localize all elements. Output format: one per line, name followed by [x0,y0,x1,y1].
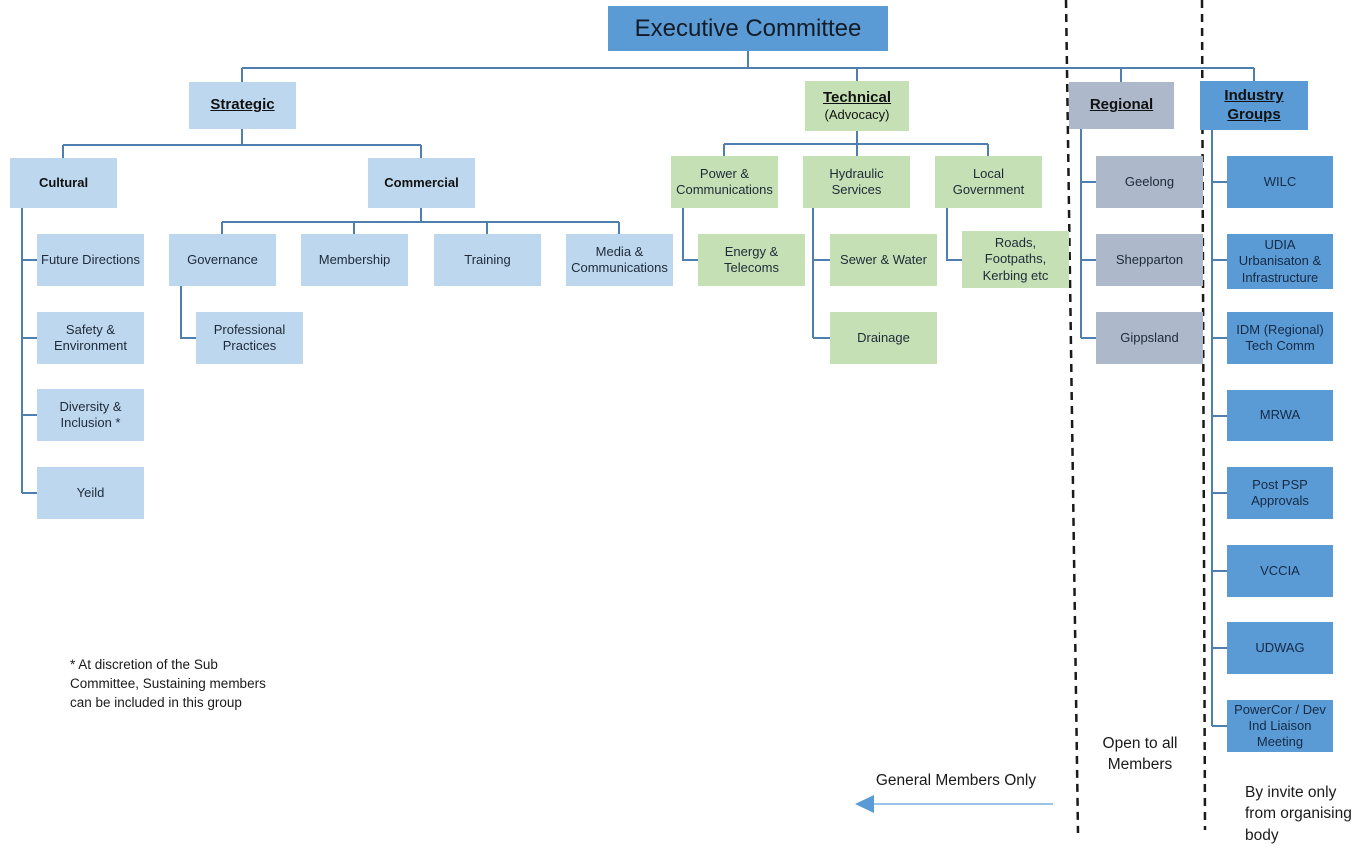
footnote-text: * At discretion of the Sub Committee, Su… [70,657,266,711]
node-label: Strategic [210,96,275,114]
node-label: IDM (Regional) Tech Comm [1236,321,1324,353]
vccia-box: VCCIA [1227,545,1333,597]
energy-telecoms-box: Energy & Telecoms [698,234,805,286]
sewer-water-box: Sewer & Water [830,234,937,286]
yeild-box: Yeild [37,467,144,519]
cultural-box: Cultural [10,158,117,208]
idm-tech-comm-box: IDM (Regional) Tech Comm [1227,312,1333,364]
node-label: Yeild [76,484,105,500]
node-label: PowerCor / Dev Ind Liaison Meeting [1234,701,1326,750]
node-label: Sewer & Water [840,251,927,267]
node-label: Executive Committee [634,14,862,42]
node-label: Energy & Telecoms [724,243,779,275]
node-label: Commercial [384,174,459,190]
diversity-inclusion-box: Diversity & Inclusion * [37,389,144,441]
node-label: Geelong [1124,173,1175,189]
membership-box: Membership [301,234,408,286]
shepparton-box: Shepparton [1096,234,1203,286]
commercial-box: Commercial [368,158,475,208]
node-label: Media & Communications [571,243,668,275]
udia-box: UDIA Urbanisaton & Infrastructure [1227,234,1333,289]
node-label: VCCIA [1260,562,1300,578]
safety-environment-box: Safety & Environment [37,312,144,364]
node-label: WILC [1263,173,1297,189]
udwag-box: UDWAG [1227,622,1333,674]
strategic-box: Strategic [189,82,296,129]
node-label: UDWAG [1255,639,1305,655]
node-label: Technical [822,88,892,106]
professional-practices-box: Professional Practices [196,312,303,364]
drainage-box: Drainage [830,312,937,364]
regional-box: Regional [1069,82,1174,129]
node-label: Future Directions [41,251,140,267]
local-government-box: Local Government [935,156,1042,208]
executive-committee-box: Executive Committee [608,6,888,51]
node-label: Training [464,251,511,267]
tree-connectors [21,51,1255,727]
industry-groups-box: Industry Groups [1200,81,1308,130]
media-communications-box: Media & Communications [566,234,673,286]
technical-box: Technical(Advocacy) [805,81,909,131]
node-label: MRWA [1259,407,1301,423]
powercor-box: PowerCor / Dev Ind Liaison Meeting [1227,700,1333,752]
wilc-box: WILC [1227,156,1333,208]
gippsland-box: Gippsland [1096,312,1203,364]
node-label: Membership [318,251,391,267]
node-label: Shepparton [1115,251,1184,267]
node-label: Industry Groups [1224,86,1284,123]
node-label: Local Government [952,165,1025,197]
by-invite-only-label: By invite only from organising body [1245,784,1352,844]
training-box: Training [434,234,541,286]
node-label: Hydraulic Services [829,165,884,197]
node-label: Post PSP Approvals [1251,476,1309,508]
hydraulic-services-box: Hydraulic Services [803,156,910,208]
power-communications-box: Power & Communications [671,156,778,208]
node-label: Power & Communications [676,165,773,197]
node-label: Roads, Footpaths, Kerbing etc [982,235,1049,283]
node-label: Cultural [38,174,89,190]
node-label: Professional Practices [213,321,286,353]
general-members-arrow [855,795,1053,813]
future-directions-box: Future Directions [37,234,144,286]
node-label: Governance [187,251,258,267]
post-psp-approvals-box: Post PSP Approvals [1227,467,1333,519]
mrwa-box: MRWA [1227,390,1333,441]
open-to-all-members-label: Open to all Members [1102,735,1178,773]
governance-box: Governance [169,234,276,286]
node-label: Regional [1089,96,1154,114]
roads-footpaths-box: Roads, Footpaths, Kerbing etc [962,231,1069,288]
node-sublabel: (Advocacy) [824,107,890,123]
general-members-only-label: General Members Only [875,772,1037,789]
node-label: UDIA Urbanisaton & Infrastructure [1238,237,1322,285]
node-label: Diversity & Inclusion * [59,398,122,430]
node-label: Safety & Environment [54,321,127,353]
node-label: Gippsland [1120,329,1179,345]
node-label: Drainage [857,329,910,345]
geelong-box: Geelong [1096,156,1203,208]
